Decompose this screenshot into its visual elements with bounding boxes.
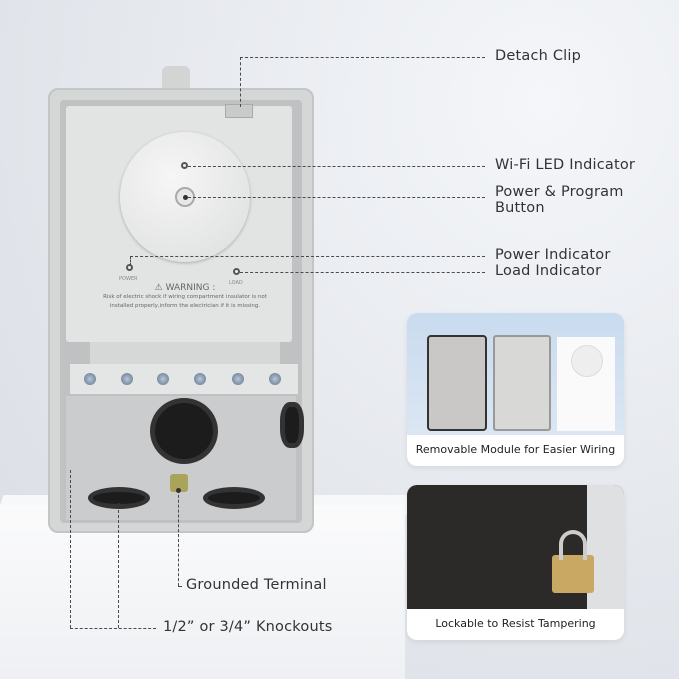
power-led-label: POWER	[119, 276, 138, 282]
knockout-bottom-right	[203, 487, 265, 509]
label-load-indicator: Load Indicator	[495, 263, 602, 279]
feature-card-removable-module: Removable Module for Easier Wiring	[407, 313, 624, 466]
card-caption: Lockable to Resist Tampering	[435, 617, 596, 630]
module-lower-plate	[90, 342, 280, 364]
terminal-screw-icon	[121, 373, 133, 385]
warning-title: WARNING :	[165, 283, 216, 293]
callout-dot	[176, 488, 181, 493]
load-led-label: LOAD	[229, 280, 243, 286]
padlock-icon	[552, 555, 594, 593]
label-detach-clip: Detach Clip	[495, 48, 582, 64]
knockout-side	[280, 402, 304, 448]
terminal-screw-icon	[194, 373, 206, 385]
callout-line	[188, 197, 485, 198]
label-power-button-line1: Power & Program	[495, 184, 624, 200]
terminal-strip	[70, 364, 298, 394]
callout-dot	[183, 195, 188, 200]
warning-triangle-icon: ⚠	[154, 283, 163, 293]
callout-line	[70, 628, 156, 629]
knockout-center	[150, 398, 218, 464]
detach-clip	[225, 104, 253, 118]
power-led-icon	[126, 264, 133, 271]
removable-module-photo	[407, 313, 624, 435]
label-power-button-line2: Button	[495, 200, 545, 216]
callout-line	[188, 166, 485, 167]
pedestal	[0, 505, 405, 679]
callout-line	[240, 57, 241, 107]
terminal-screw-icon	[84, 373, 96, 385]
feature-card-lockable: Lockable to Resist Tampering	[407, 485, 624, 640]
callout-line	[240, 272, 485, 273]
callout-line	[130, 256, 131, 266]
callout-line	[70, 470, 71, 628]
label-wifi-led: Wi-Fi LED Indicator	[495, 157, 636, 173]
terminal-screw-icon	[269, 373, 281, 385]
callout-line	[118, 505, 119, 628]
callout-line	[240, 57, 485, 58]
label-power-indicator: Power Indicator	[495, 247, 611, 263]
callout-line	[178, 490, 179, 586]
padlock-photo	[407, 485, 624, 609]
label-grounded-terminal: Grounded Terminal	[186, 577, 327, 593]
wifi-led-icon	[181, 162, 188, 169]
warning-text: Risk of electric shock if wiring compart…	[103, 294, 267, 309]
load-led-icon	[233, 268, 240, 275]
warning-notice: ⚠ WARNING : Risk of electric shock if wi…	[100, 283, 270, 311]
terminal-screw-icon	[157, 373, 169, 385]
card-caption: Removable Module for Easier Wiring	[415, 443, 616, 456]
terminal-screw-icon	[232, 373, 244, 385]
mounting-tab	[162, 66, 190, 92]
ground-screw	[170, 474, 188, 492]
callout-dot	[116, 503, 121, 508]
callout-line	[130, 256, 485, 257]
label-knockouts: 1/2” or 3/4” Knockouts	[163, 619, 333, 635]
callout-line	[178, 586, 182, 587]
